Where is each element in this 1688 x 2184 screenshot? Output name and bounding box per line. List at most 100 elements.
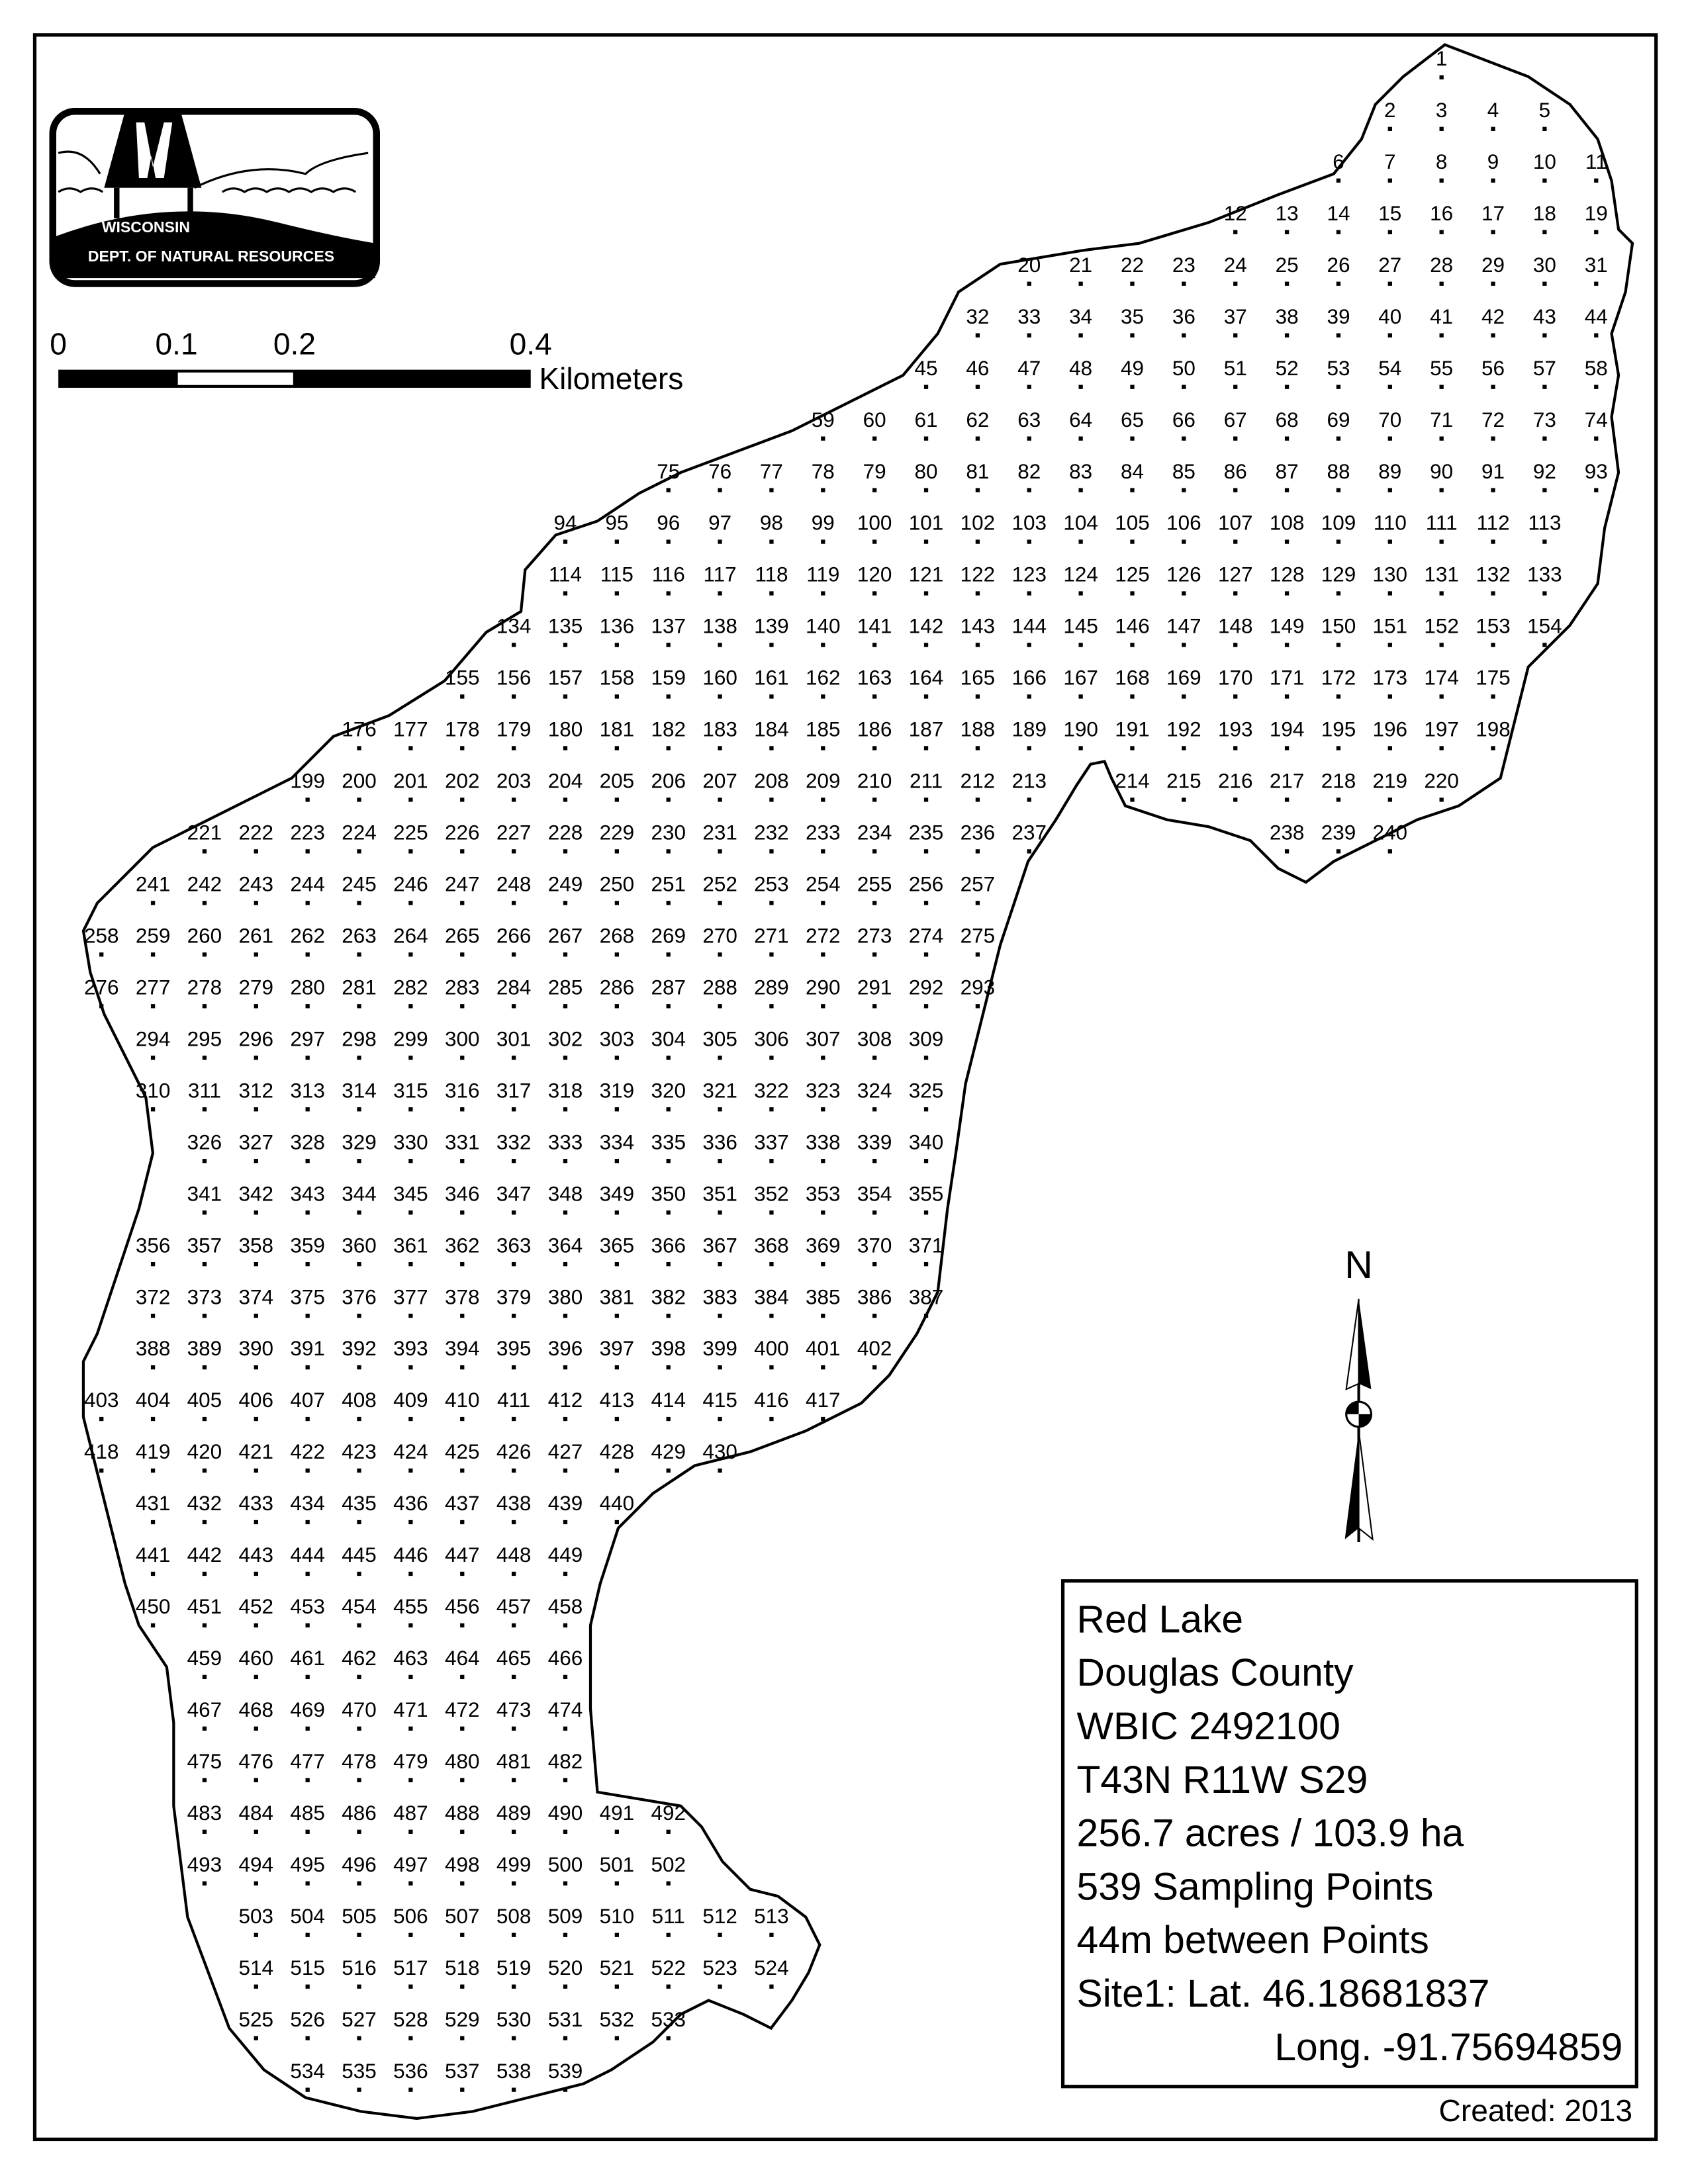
sampling-point-marker	[357, 901, 361, 905]
sampling-point-marker	[614, 1004, 619, 1009]
sampling-point-marker	[1387, 488, 1392, 492]
sampling-point-label: 153	[1476, 615, 1511, 638]
sampling-point-marker	[305, 952, 310, 957]
sampling-point-label: 283	[445, 976, 480, 999]
sampling-point-marker	[614, 1468, 619, 1473]
sampling-point-marker	[460, 1313, 465, 1318]
sampling-point-label: 166	[1012, 666, 1047, 690]
sampling-point-label: 225	[393, 821, 428, 844]
sampling-point-marker	[1130, 539, 1135, 544]
sampling-point-marker	[666, 1313, 671, 1318]
sampling-point-label: 163	[857, 666, 892, 690]
sampling-point-marker	[614, 1210, 619, 1215]
sampling-point-marker	[202, 1056, 207, 1060]
sampling-point-label: 420	[187, 1440, 222, 1463]
sampling-point-marker	[563, 1520, 568, 1525]
sampling-point-label: 8	[1436, 150, 1448, 173]
sampling-point-label: 96	[657, 512, 680, 535]
sampling-point-label: 447	[445, 1543, 480, 1567]
sampling-point-label: 221	[187, 821, 222, 844]
sampling-point-marker	[1594, 230, 1599, 234]
sampling-point-label: 307	[806, 1027, 841, 1050]
sampling-point-label: 32	[966, 305, 989, 328]
sampling-point-marker	[718, 1933, 722, 1937]
sampling-point-marker	[872, 1004, 877, 1009]
sampling-point-marker	[1233, 488, 1238, 492]
sampling-point-marker	[357, 2036, 361, 2040]
sampling-point-marker	[357, 1520, 361, 1525]
sampling-point-marker	[821, 1159, 825, 1163]
sampling-point-label: 319	[600, 1079, 635, 1102]
sampling-point-label: 241	[136, 873, 171, 896]
sampling-point-marker	[460, 1623, 465, 1628]
sampling-point-label: 311	[188, 1079, 221, 1102]
sampling-point-marker	[460, 849, 465, 854]
sampling-point-marker	[254, 2036, 258, 2040]
sampling-point-marker	[511, 1571, 516, 1576]
sampling-point-marker	[563, 1726, 568, 1731]
sampling-point-label: 533	[651, 2008, 686, 2031]
sampling-point-marker	[511, 2087, 516, 2092]
sampling-point-label: 458	[548, 1595, 583, 1618]
sampling-point-label: 152	[1424, 615, 1459, 638]
sampling-point-label: 282	[393, 976, 428, 999]
sampling-point-label: 412	[548, 1388, 583, 1412]
sampling-point-marker	[408, 1210, 413, 1215]
sampling-point-marker	[614, 539, 619, 544]
sampling-point-label: 430	[702, 1440, 737, 1463]
sampling-point-label: 35	[1121, 305, 1144, 328]
sampling-point-label: 268	[600, 924, 635, 947]
sampling-point-marker	[923, 1210, 929, 1215]
sampling-point-label: 337	[754, 1130, 789, 1154]
sampling-point-marker	[821, 849, 825, 854]
sampling-point-label: 304	[651, 1027, 686, 1050]
sampling-point-label: 507	[445, 1905, 480, 1928]
sampling-point-marker	[254, 1778, 258, 1782]
sampling-point-marker	[666, 1416, 671, 1422]
sampling-point-marker	[1233, 591, 1238, 596]
sampling-point-label: 64	[1069, 408, 1092, 432]
sampling-point-marker	[666, 1210, 671, 1215]
sampling-point-label: 254	[806, 873, 841, 896]
sampling-point-label: 141	[857, 615, 892, 638]
sampling-point-label: 460	[239, 1647, 274, 1670]
sampling-point-label: 281	[342, 976, 377, 999]
sampling-point-label: 68	[1276, 408, 1299, 432]
sampling-point-label: 530	[496, 2008, 532, 2031]
sampling-point-label: 214	[1115, 770, 1150, 793]
sampling-point-label: 335	[651, 1130, 686, 1154]
sampling-point-label: 406	[239, 1388, 274, 1412]
sampling-point-label: 56	[1481, 357, 1505, 380]
sampling-point-marker	[975, 539, 980, 544]
sampling-point-marker	[563, 1674, 568, 1680]
sampling-point-label: 202	[445, 770, 480, 793]
sampling-point-label: 398	[651, 1337, 686, 1360]
sampling-point-label: 277	[136, 976, 171, 999]
sampling-point-label: 177	[393, 718, 428, 741]
sampling-point-label: 20	[1017, 253, 1041, 277]
sampling-point-label: 215	[1166, 770, 1201, 793]
sampling-point-marker	[666, 1107, 671, 1112]
sampling-point-label: 90	[1430, 460, 1453, 483]
sampling-point-marker	[460, 1365, 465, 1370]
sampling-point-label: 108	[1270, 512, 1305, 535]
sampling-point-marker	[150, 1571, 156, 1576]
sampling-point-marker	[872, 1159, 877, 1163]
sampling-point-label: 220	[1424, 770, 1459, 793]
sampling-point-marker	[460, 901, 465, 905]
sampling-point-label: 134	[496, 615, 532, 638]
sampling-point-label: 303	[600, 1027, 635, 1050]
sampling-point-label: 428	[600, 1440, 635, 1463]
sampling-point-marker	[460, 797, 465, 802]
sampling-point-marker	[511, 1726, 516, 1731]
sampling-point-marker	[1284, 591, 1289, 596]
sampling-point-label: 498	[445, 1853, 480, 1876]
sampling-point-marker	[1130, 436, 1135, 441]
sampling-point-label: 173	[1373, 666, 1408, 690]
sampling-point-label: 456	[445, 1595, 480, 1618]
sampling-point-marker	[511, 746, 516, 751]
sampling-point-label: 513	[754, 1905, 789, 1928]
sampling-point-label: 261	[239, 924, 274, 947]
sampling-point-marker	[614, 1313, 619, 1318]
